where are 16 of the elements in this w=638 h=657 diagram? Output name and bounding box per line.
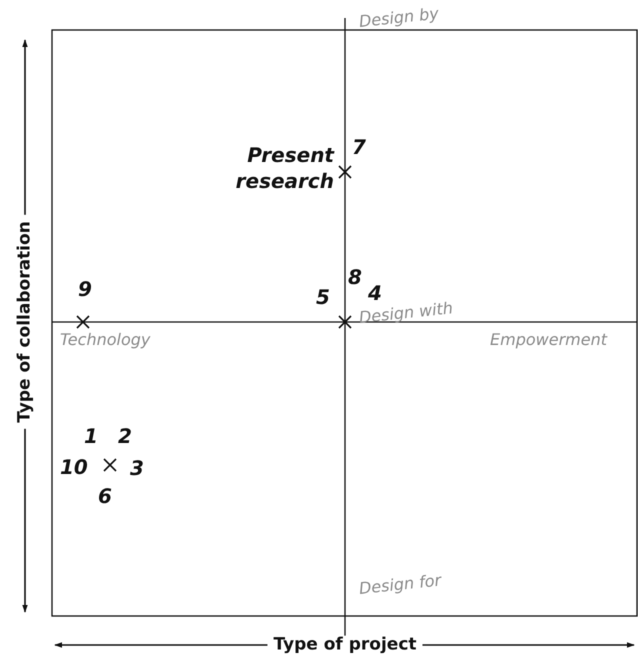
point-number: 3 <box>130 457 144 479</box>
point-number: 1 <box>84 425 98 447</box>
point-label: Present research <box>234 142 334 194</box>
quadrant-label: Technology <box>60 331 150 349</box>
point-number: 6 <box>98 485 112 507</box>
point-number: 8 <box>348 266 362 288</box>
quadrant-label: Design by <box>358 4 440 31</box>
point-number: 2 <box>118 425 132 447</box>
axis-title: Type of project <box>267 636 423 654</box>
point-number: 9 <box>78 278 92 300</box>
point-number: 10 <box>60 456 88 478</box>
quadrant-label: Design for <box>358 572 442 598</box>
point-number: 5 <box>316 286 330 308</box>
point-number: 7 <box>352 136 366 158</box>
axis-title: Type of collaboration <box>16 215 34 429</box>
quadrant-label: Empowerment <box>490 331 607 349</box>
